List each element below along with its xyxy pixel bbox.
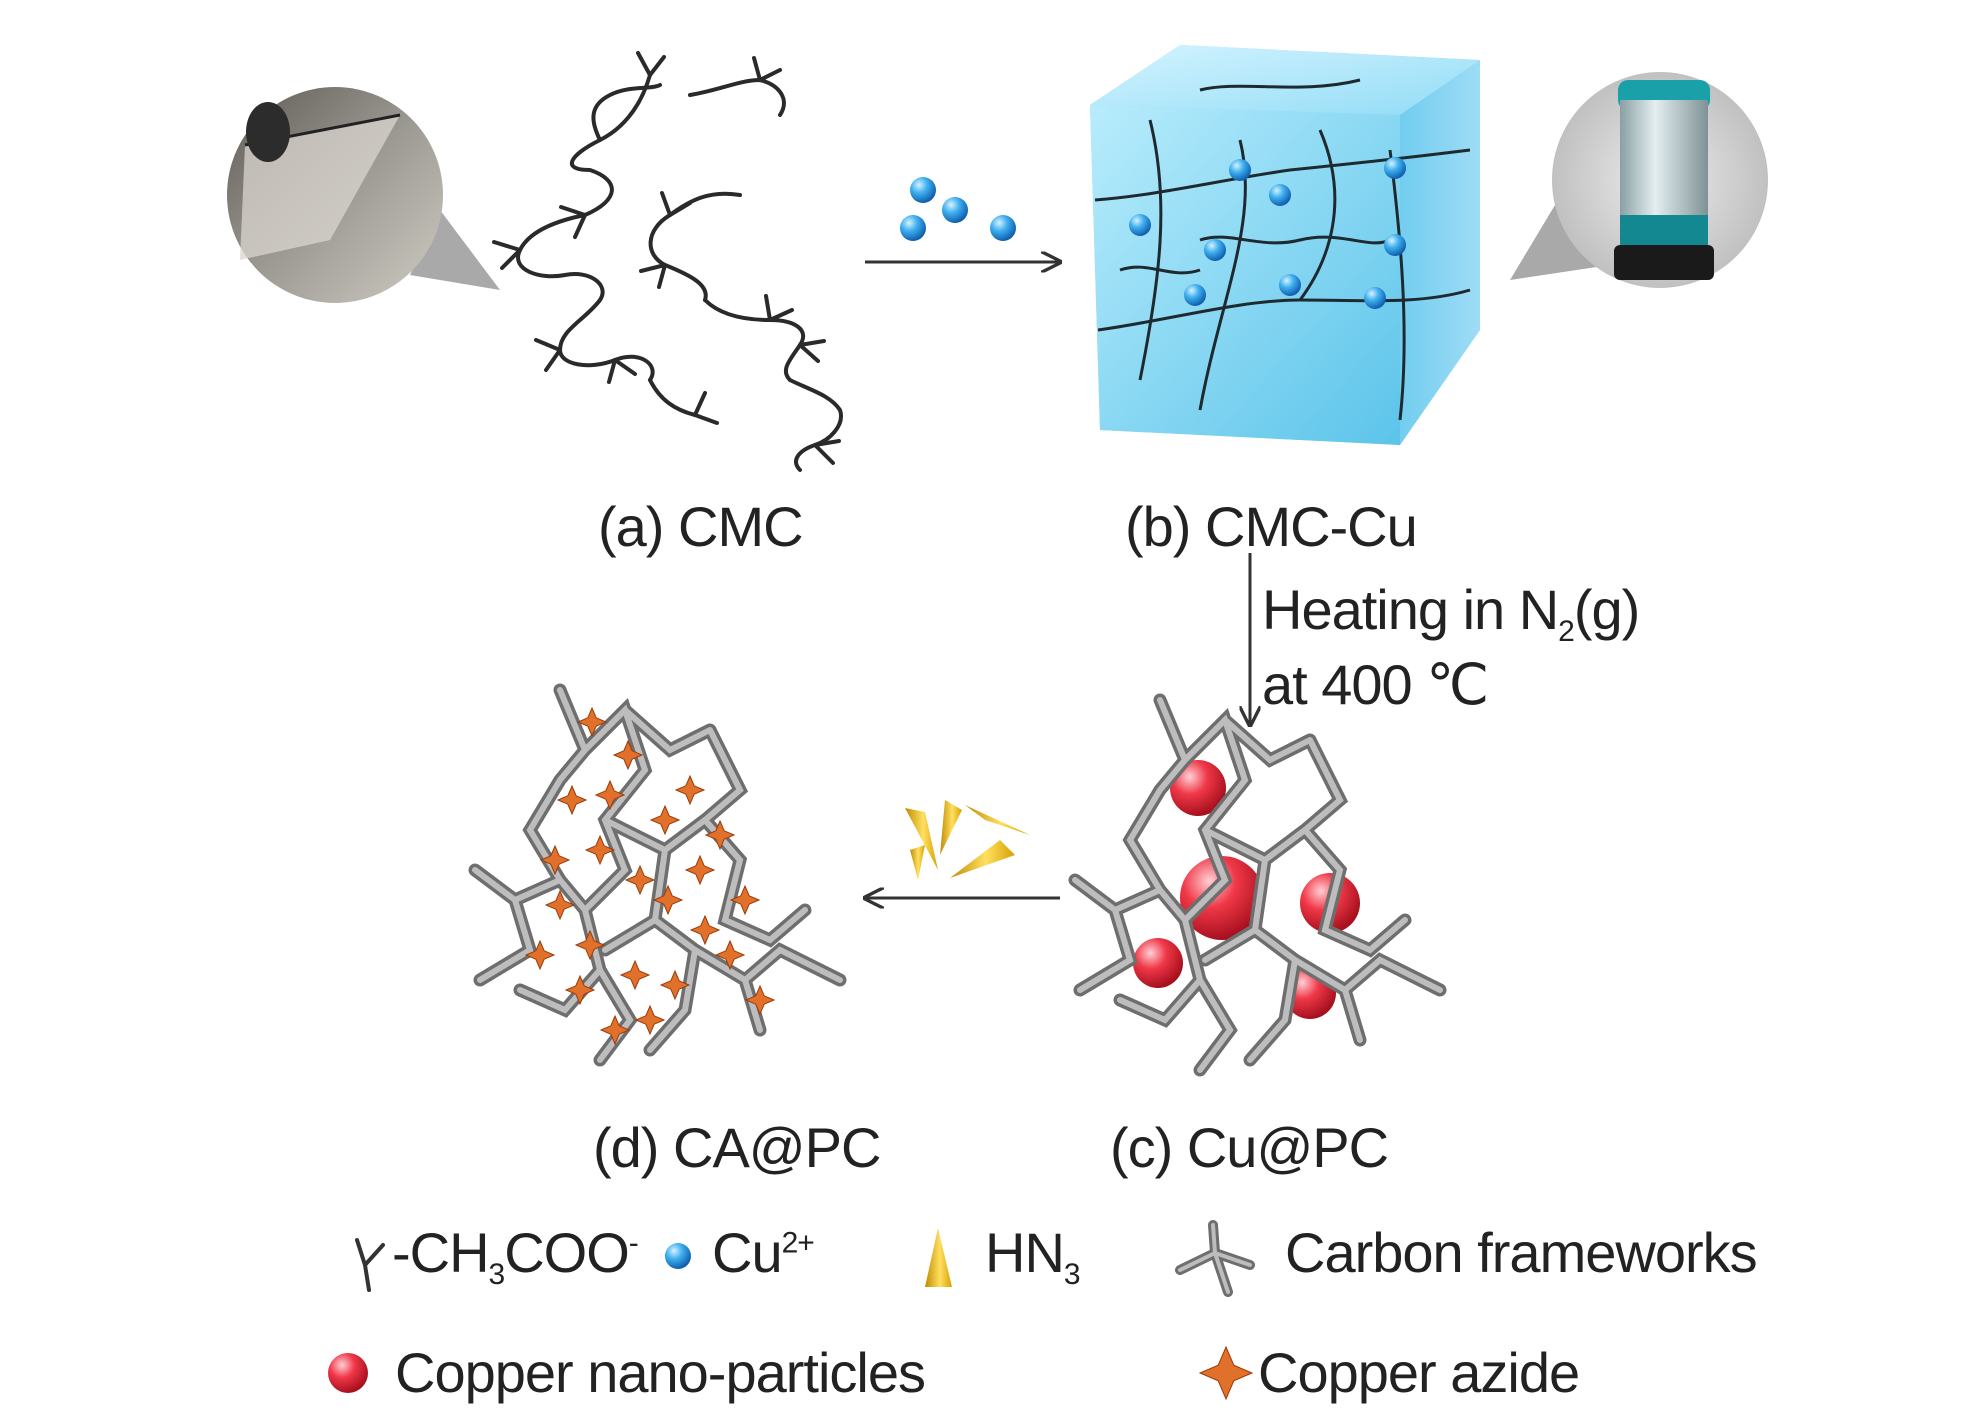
cu-ion-in-gel — [1229, 159, 1251, 181]
copper-azide-star — [649, 804, 681, 836]
legend-acetate-label: -CH3COO- — [392, 1221, 639, 1292]
label-d-ca-pc: (d) CA@PC — [593, 1116, 881, 1179]
cu-ion-in-gel — [1269, 184, 1291, 206]
cmc-cu-gel-cube — [1090, 45, 1480, 445]
copper-azide-star — [612, 739, 644, 771]
copper-azide-star — [624, 864, 656, 896]
copper-azide-star — [684, 854, 716, 886]
label-b-cmc-cu: (b) CMC-Cu — [1125, 495, 1418, 558]
copper-azide-star — [599, 1014, 631, 1046]
copper-azide-star — [564, 974, 596, 1006]
hn3-cone — [950, 840, 1015, 878]
copper-azide-star — [584, 834, 616, 866]
legend-azide-label: Copper azide — [1258, 1341, 1580, 1404]
hn3-cone — [910, 845, 925, 880]
copper-azide-star — [652, 884, 684, 916]
hn3-symbol-icon — [925, 1228, 952, 1287]
acetate-symbol-icon — [355, 1238, 385, 1292]
copper-azide-star — [729, 884, 761, 916]
copper-azide-star — [744, 984, 776, 1016]
copper-azide-star — [524, 939, 556, 971]
legend — [328, 1220, 1255, 1401]
hn3-treatment-arrow — [865, 800, 1060, 898]
cmc-polymer-chains — [492, 51, 843, 472]
cu-ion-in-gel — [1364, 287, 1386, 309]
legend-hn3-label: HN3 — [985, 1221, 1081, 1292]
cu-ion-in-gel — [1204, 239, 1226, 261]
cu-ion-in-gel — [1184, 284, 1206, 306]
carbon-framework-symbol-icon — [1175, 1220, 1255, 1297]
cu-ion-addition-arrow — [865, 177, 1060, 262]
cu-ion-in-gel — [1384, 234, 1406, 256]
cu-ion-in-gel — [1384, 157, 1406, 179]
copper-azide-symbol-icon — [1198, 1345, 1254, 1401]
copper-azide-star — [659, 969, 691, 1001]
cu-ion-in-gel — [1129, 214, 1151, 236]
cu-ion-dot — [990, 215, 1016, 241]
hn3-cone — [940, 800, 962, 855]
copper-azide-star — [619, 959, 651, 991]
cu-pc-framework — [1068, 693, 1447, 1077]
copper-nanoparticle-symbol-icon — [328, 1353, 368, 1393]
copper-azide-star — [544, 889, 576, 921]
cu-ion-dot — [910, 177, 936, 203]
copper-azide-star — [714, 939, 746, 971]
copper-azide-star — [1198, 1345, 1254, 1401]
copper-azide-star — [634, 1004, 666, 1036]
gel-vial-photo — [1510, 72, 1768, 288]
ca-pc-framework — [468, 683, 847, 1067]
cu-ion-dot — [900, 215, 926, 241]
legend-nanoparticles-label: Copper nano-particles — [395, 1341, 926, 1404]
copper-azide-star — [556, 784, 588, 816]
legend-cu-ion-label: Cu2+ — [712, 1221, 815, 1284]
copper-azide-star — [674, 774, 706, 806]
copper-azide-star — [576, 706, 608, 738]
legend-carbon-label: Carbon frameworks — [1285, 1221, 1758, 1284]
copper-azide-star — [539, 844, 571, 876]
copper-azide-in-framework — [524, 706, 776, 1046]
cu-ion-in-gel — [1279, 274, 1301, 296]
hn3-cone — [905, 808, 938, 870]
copper-azide-star — [704, 819, 736, 851]
heating-condition-line2: at 400 ℃ — [1262, 653, 1489, 716]
cu-ion-dot — [942, 197, 968, 223]
cu-ion-symbol-icon — [665, 1243, 691, 1269]
copper-azide-star — [574, 929, 606, 961]
label-c-cu-pc: (c) Cu@PC — [1110, 1116, 1389, 1179]
heating-condition-line1: Heating in N2(g) — [1262, 578, 1640, 649]
copper-azide-star — [689, 914, 721, 946]
label-a-cmc: (a) CMC — [598, 495, 804, 558]
hn3-cone — [965, 805, 1030, 835]
copper-azide-star — [594, 779, 626, 811]
cmc-film-photo — [227, 87, 500, 303]
